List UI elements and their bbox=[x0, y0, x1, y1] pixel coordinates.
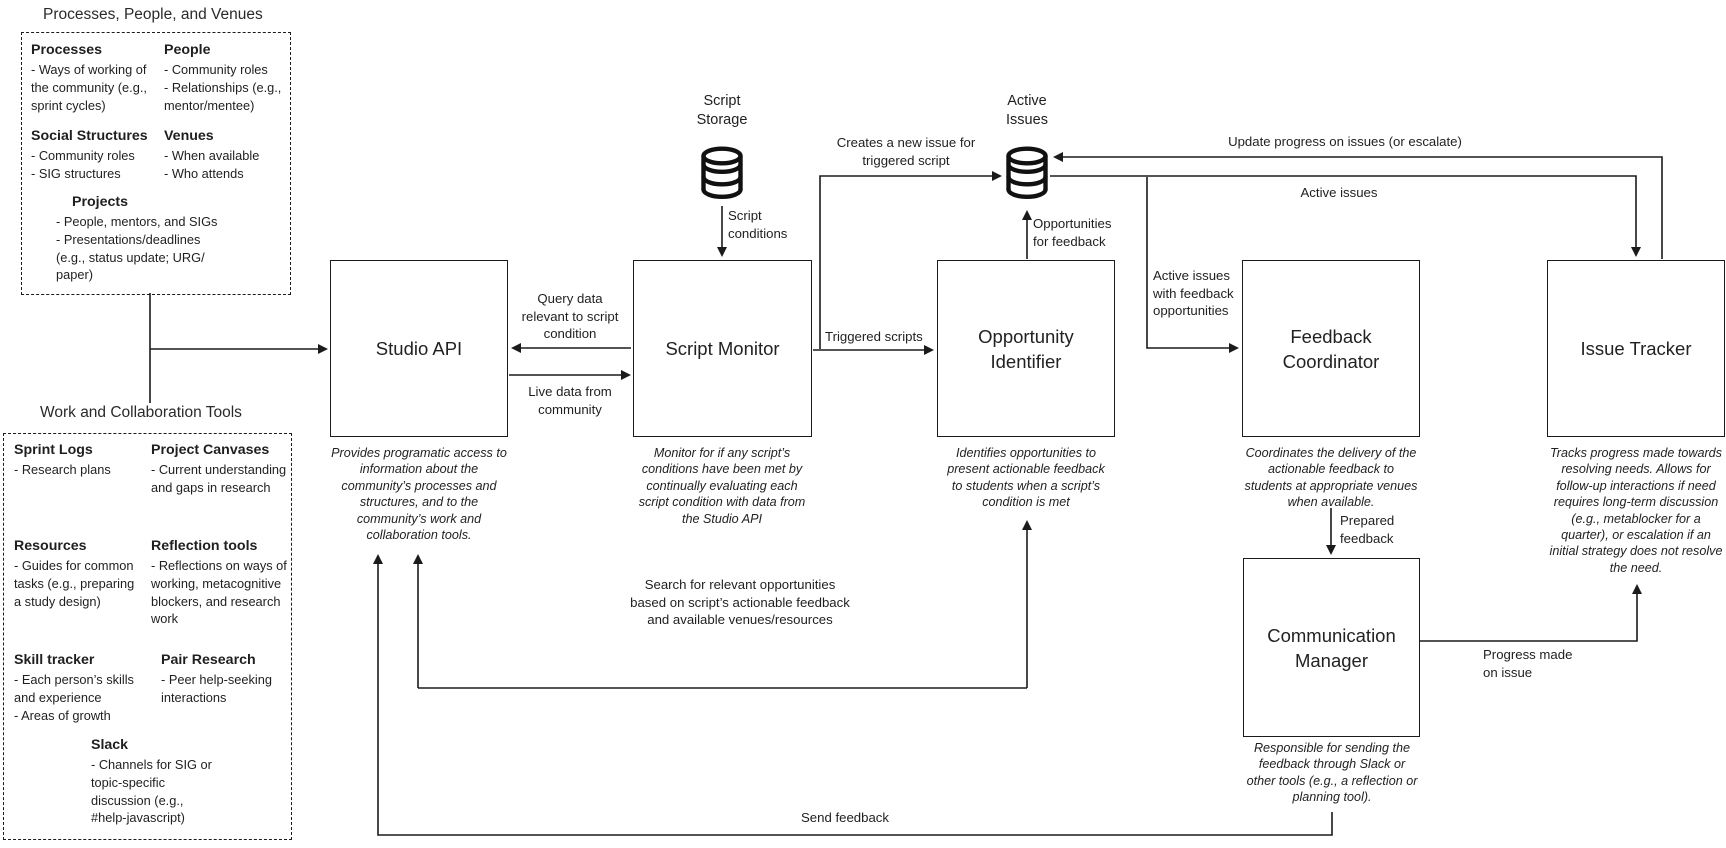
block-body: - Community roles - SIG structures bbox=[31, 148, 135, 181]
block-heading: Social Structures bbox=[31, 128, 148, 144]
tools-panel: Sprint Logs - Research plans Project Can… bbox=[3, 433, 292, 840]
tools-block-slack: Slack - Channels for SIG or topic-specif… bbox=[91, 736, 251, 827]
node-communication-manager: Communication Manager bbox=[1243, 558, 1420, 737]
block-heading: Projects bbox=[72, 194, 128, 210]
studio-api-caption: Provides programatic access to informati… bbox=[331, 446, 507, 543]
block-body: - Current understanding and gaps in rese… bbox=[151, 462, 287, 495]
block-heading: Resources bbox=[14, 538, 87, 554]
active-issues-label: Active Issues bbox=[1006, 93, 1048, 128]
block-heading: Reflection tools bbox=[151, 538, 258, 554]
block-heading: Pair Research bbox=[161, 652, 256, 668]
progress-made-label: Progress made on issue bbox=[1483, 647, 1573, 680]
tools-block-sprint-logs: Sprint Logs - Research plans bbox=[14, 441, 144, 479]
script-monitor-caption: Monitor for if any script’s conditions h… bbox=[638, 446, 806, 526]
block-body: - Community roles - Relationships (e.g.,… bbox=[164, 62, 282, 113]
edge-creates-issue bbox=[819, 171, 1002, 349]
feedback-coordinator-caption: Coordinates the delivery of the actionab… bbox=[1244, 446, 1418, 510]
block-heading: Slack bbox=[91, 737, 129, 753]
update-progress-label: Update progress on issues (or escalate) bbox=[1228, 134, 1462, 149]
live-data-label: Live data from community bbox=[528, 384, 612, 417]
tools-block-reflection-tools: Reflection tools - Reflections on ways o… bbox=[151, 537, 291, 628]
communication-manager-caption: Responsible for sending the feedback thr… bbox=[1246, 741, 1418, 805]
edge-active-issues-to-tracker bbox=[1050, 175, 1641, 257]
tools-block-pair-research: Pair Research - Peer help-seeking intera… bbox=[161, 651, 286, 707]
active-issues-database-icon bbox=[1004, 146, 1050, 211]
edge-progress-made bbox=[1420, 584, 1642, 642]
creates-issue-label: Creates a new issue for triggered script bbox=[836, 135, 976, 168]
block-body: - Peer help-seeking interactions bbox=[161, 672, 272, 705]
search-opportunities-label: Search for relevant opportunities based … bbox=[630, 577, 850, 627]
send-feedback-label: Send feedback bbox=[801, 810, 889, 825]
node-feedback-coordinator: Feedback Coordinator bbox=[1242, 260, 1420, 437]
block-heading: Skill tracker bbox=[14, 652, 95, 668]
script-storage-label: Script Storage bbox=[696, 93, 748, 128]
node-issue-tracker: Issue Tracker bbox=[1547, 260, 1725, 437]
block-body: - Guides for common tasks (e.g., prepari… bbox=[14, 558, 135, 609]
tools-panel-title: Work and Collaboration Tools bbox=[40, 404, 242, 421]
tools-block-resources: Resources - Guides for common tasks (e.g… bbox=[14, 537, 149, 610]
node-script-monitor: Script Monitor bbox=[633, 260, 812, 437]
edge-update-progress bbox=[1053, 152, 1663, 259]
script-conditions-label: Script conditions bbox=[728, 208, 788, 241]
block-body: - Research plans bbox=[14, 462, 111, 477]
block-heading: Sprint Logs bbox=[14, 442, 93, 458]
community-block-people: People - Community roles - Relationships… bbox=[164, 41, 290, 114]
block-heading: Project Canvases bbox=[151, 442, 270, 458]
triggered-scripts-label: Triggered scripts bbox=[825, 329, 923, 344]
block-body: - Ways of working of the community (e.g.… bbox=[31, 62, 147, 113]
edge-send-feedback bbox=[373, 554, 1333, 836]
prepared-feedback-label: Prepared feedback bbox=[1340, 513, 1395, 546]
tools-block-project-canvases: Project Canvases - Current understanding… bbox=[151, 441, 289, 497]
block-body: - Reflections on ways of working, metaco… bbox=[151, 558, 287, 627]
community-block-projects: Projects - People, mentors, and SIGs - P… bbox=[56, 193, 236, 284]
block-body: - Channels for SIG or topic-specific dis… bbox=[91, 757, 212, 826]
script-storage-database-icon bbox=[699, 146, 745, 211]
community-block-venues: Venues - When available - Who attends bbox=[164, 127, 290, 183]
block-body: - When available - Who attends bbox=[164, 148, 260, 181]
issue-tracker-caption: Tracks progress made towards resolving n… bbox=[1549, 446, 1723, 575]
block-heading: Venues bbox=[164, 128, 214, 144]
community-block-social-structures: Social Structures - Community roles - SI… bbox=[31, 127, 163, 183]
block-heading: People bbox=[164, 42, 211, 58]
community-block-processes: Processes - Ways of working of the commu… bbox=[31, 41, 161, 114]
active-issues-edge-label: Active issues bbox=[1300, 185, 1378, 200]
community-panel: Processes - Ways of working of the commu… bbox=[21, 32, 291, 295]
block-heading: Processes bbox=[31, 42, 102, 58]
active-issues-with-feedback-label: Active issues with feedback opportunitie… bbox=[1153, 268, 1234, 318]
opportunity-identifier-caption: Identifies opportunities to present acti… bbox=[947, 446, 1105, 510]
tools-block-skill-tracker: Skill tracker - Each person’s skills and… bbox=[14, 651, 146, 724]
block-body: - People, mentors, and SIGs - Presentati… bbox=[56, 214, 218, 283]
edge-active-issues-with-feedback bbox=[1146, 177, 1239, 353]
community-panel-title: Processes, People, and Venues bbox=[43, 6, 263, 23]
block-body: - Each person’s skills and experience - … bbox=[14, 672, 134, 723]
query-data-label: Query data relevant to script condition bbox=[521, 291, 619, 341]
node-opportunity-identifier: Opportunity Identifier bbox=[937, 260, 1115, 437]
node-studio-api: Studio API bbox=[330, 260, 508, 437]
opportunities-for-feedback-label: Opportunities for feedback bbox=[1033, 216, 1112, 249]
